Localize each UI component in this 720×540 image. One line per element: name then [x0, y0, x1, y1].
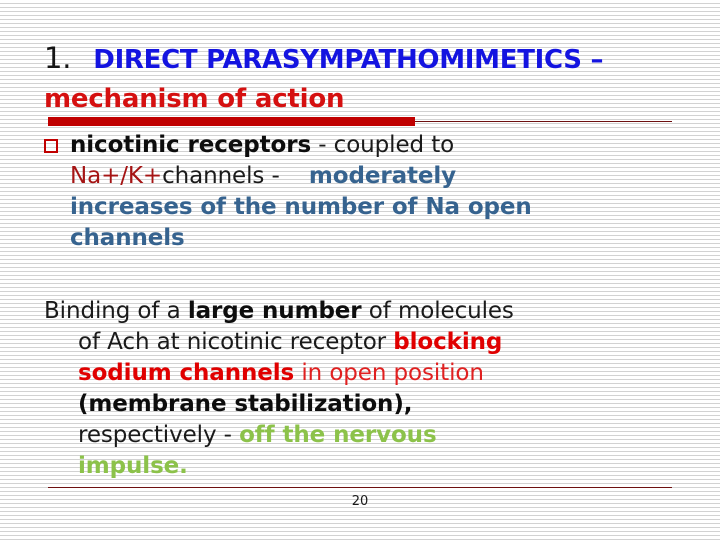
bullet-increases-text: increases of the number of Na open	[70, 194, 532, 220]
para-sodium-channels-text: sodium channels	[78, 360, 295, 386]
title-subtitle: mechanism of action	[44, 84, 345, 114]
title-divider	[48, 117, 672, 126]
bullet-line-4: channels	[70, 223, 532, 254]
bullet-line-1: nicotinic receptors - coupled to	[70, 130, 532, 161]
bullet-line-3: increases of the number of Na open	[70, 192, 532, 223]
paragraph-line-3: sodium channels in open position	[44, 358, 699, 389]
para-off-nervous-text: off the nervous	[239, 422, 437, 448]
paragraph-line-4: (membrane stabilization),	[44, 389, 699, 420]
para-ach-text: of Ach at nicotinic receptor	[78, 329, 394, 355]
para-impulse-text: impulse.	[78, 453, 188, 479]
page-number: 20	[351, 494, 369, 509]
para-blocking-text: blocking	[393, 329, 503, 355]
para-open-position-text: in open position	[294, 360, 484, 386]
para-binding-text: Binding of a	[44, 298, 188, 324]
bullet-channels-text: channels -	[162, 163, 287, 189]
paragraph-line-2: of Ach at nicotinic receptor blocking	[44, 327, 699, 358]
paragraph-line-6: impulse.	[44, 451, 699, 482]
slide-title: 1. DIRECT PARASYMPATHOMIMETICS – mechanis…	[44, 40, 692, 116]
square-bullet-icon	[44, 139, 58, 153]
bullet-item-text: nicotinic receptors - coupled to Na+/K+c…	[70, 130, 532, 254]
paragraph-line-1: Binding of a large number of molecules	[44, 296, 699, 327]
list-item: nicotinic receptors - coupled to Na+/K+c…	[44, 130, 694, 254]
body-paragraph: Binding of a large number of molecules o…	[44, 296, 699, 482]
paragraph-line-5: respectively - off the nervous	[44, 420, 699, 451]
title-main-text: DIRECT PARASYMPATHOMIMETICS –	[93, 45, 604, 75]
title-line-one: 1. DIRECT PARASYMPATHOMIMETICS –	[44, 40, 692, 78]
bullet-channels-steel-text: channels	[70, 225, 185, 251]
bullet-moderately-text: moderately	[308, 163, 457, 189]
title-number: 1.	[44, 41, 72, 75]
divider-thick-bar	[48, 117, 415, 126]
bullet-seg-bold: nicotinic receptors	[70, 132, 312, 158]
para-large-number-text: large number	[187, 298, 362, 324]
bullet-list: nicotinic receptors - coupled to Na+/K+c…	[44, 130, 694, 254]
bullet-line-2: Na+/K+channels - moderately	[70, 161, 532, 192]
para-molecules-text: of molecules	[361, 298, 514, 324]
divider-thin-line	[415, 121, 672, 122]
para-respectively-text: respectively -	[78, 422, 240, 448]
bottom-divider-line	[48, 487, 672, 488]
para-membrane-stabilization-text: (membrane stabilization),	[78, 391, 413, 417]
bullet-seg-plain: - coupled to	[311, 132, 455, 158]
bullet-naK-text: Na+/K+	[70, 163, 163, 189]
